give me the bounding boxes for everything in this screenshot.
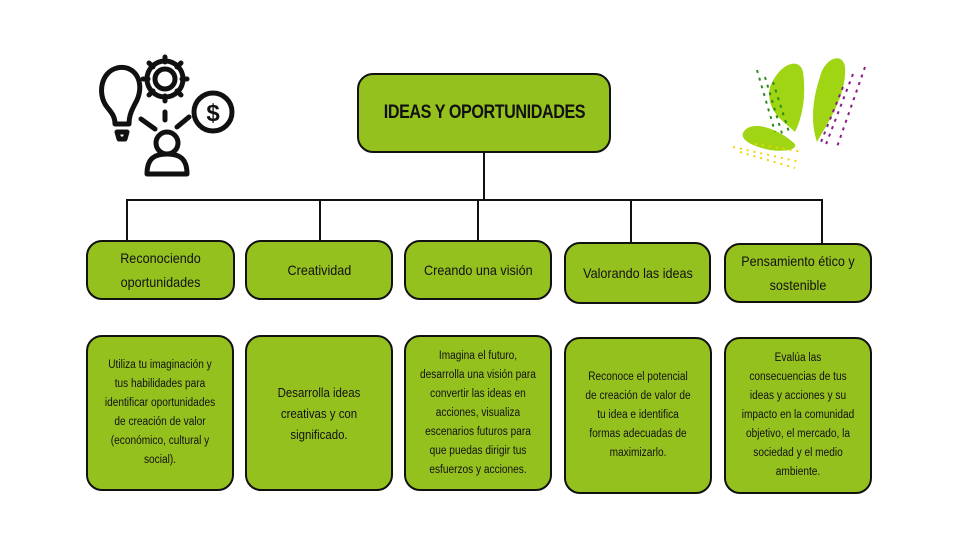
main-title-text: IDEAS Y OPORTUNIDADES	[383, 102, 585, 123]
category-header: Reconociendo oportunidades	[86, 240, 235, 300]
connector-line	[126, 199, 823, 201]
connector-line	[821, 199, 823, 244]
description-text: Evalúa las consecuencias de tus ideas y …	[741, 352, 855, 478]
category-header: Creatividad	[245, 240, 393, 300]
description-text: Desarrolla ideas creativas y con signifi…	[277, 384, 361, 442]
category-description: Utiliza tu imaginación y tus habilidades…	[86, 335, 234, 491]
category-label: Valorando las ideas	[582, 265, 693, 281]
idea-person-icon: $	[99, 54, 235, 177]
category-header: Valorando las ideas	[564, 242, 711, 304]
category-header: Pensamiento ético y sostenible	[724, 243, 872, 303]
category-description: Desarrolla ideas creativas y con signifi…	[245, 335, 393, 491]
connector-line	[630, 199, 632, 243]
description-text: Imagina el futuro, desarrolla una visión…	[420, 349, 536, 476]
connector-line	[477, 199, 479, 241]
connector-line	[319, 199, 321, 241]
description-text: Utiliza tu imaginación y tus habilidades…	[104, 359, 216, 466]
category-description: Evalúa las consecuencias de tus ideas y …	[724, 337, 872, 494]
svg-text:$: $	[206, 100, 220, 127]
category-header: Creando una visión	[404, 240, 552, 300]
category-label: Creando una visión	[423, 262, 533, 278]
connector-line	[483, 153, 485, 201]
description-text: Reconoce el potencial de creación de val…	[585, 371, 691, 459]
category-description: Imagina el futuro, desarrolla una visión…	[404, 335, 552, 491]
category-description: Reconoce el potencial de creación de val…	[564, 337, 712, 494]
main-title: IDEAS Y OPORTUNIDADES	[357, 73, 611, 153]
connector-line	[126, 199, 128, 241]
category-label: Creatividad	[287, 262, 351, 278]
category-label: Reconociendo oportunidades	[120, 250, 201, 290]
leaves-decoration-icon	[732, 58, 866, 169]
category-label: Pensamiento ético y sostenible	[741, 253, 855, 293]
